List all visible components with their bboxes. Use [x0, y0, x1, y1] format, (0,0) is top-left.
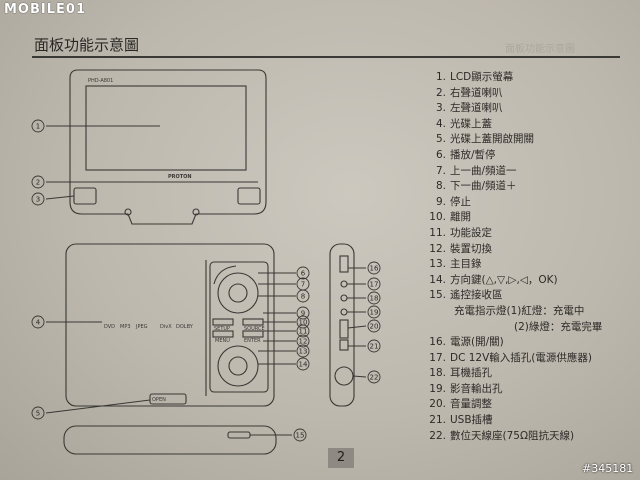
callout-17: 17 — [370, 281, 379, 289]
legend-item: 8.下一曲/頻道＋ — [435, 180, 517, 193]
legend-item: 3.左聲道喇叭 — [435, 102, 503, 115]
volume-dial — [339, 319, 349, 339]
control-panel — [209, 261, 269, 393]
callout-19: 19 — [370, 309, 379, 317]
brand-label: PROTON — [168, 174, 192, 180]
legend-item: 14.方向鍵(△,▽,▷,◁，OK) — [429, 273, 558, 286]
callout-10: 10 — [299, 319, 308, 327]
earphone-port — [340, 294, 348, 302]
callout-18: 18 — [370, 295, 379, 303]
legend-item: 18.耳機插孔 — [429, 367, 492, 380]
antenna-jack — [334, 366, 354, 386]
callout-3: 3 — [36, 196, 40, 204]
device-front-edge — [63, 425, 277, 455]
right-speaker — [237, 187, 261, 205]
legend-item: 22.數位天線座(75Ω阻抗天線) — [429, 429, 575, 442]
legend-item: 21.USB插槽 — [429, 414, 493, 427]
nav-dpad-outer — [217, 345, 259, 387]
jpeg-logo: JPEG — [135, 324, 148, 330]
top-dpad-inner — [228, 283, 248, 303]
button-row1-right — [242, 318, 264, 326]
dvd-logo: DVD — [104, 324, 115, 330]
callout-2: 2 — [36, 179, 40, 187]
legend-sub-charging-green: (2)綠燈：充電完畢 — [514, 320, 603, 333]
lcd-screen — [85, 85, 247, 171]
legend-item: 20.音量調整 — [429, 398, 492, 411]
page-number: 2 — [328, 448, 354, 468]
nav-dpad-inner — [228, 356, 248, 376]
legend-item: 9.停止 — [435, 195, 471, 208]
legend-item: 19.影音輸出孔 — [429, 382, 503, 395]
callout-11: 11 — [299, 328, 308, 336]
dc-in-port — [340, 280, 348, 288]
title-divider — [32, 56, 620, 58]
legend-item: 11.功能設定 — [429, 226, 492, 239]
callout-4: 4 — [36, 319, 41, 327]
side-view-outline — [329, 243, 355, 407]
device-lid-outline — [69, 69, 267, 225]
site-watermark: MOBILE01 — [4, 2, 86, 17]
setup-label: SETUP — [214, 326, 230, 332]
legend-item: 12.裝置切換 — [429, 242, 492, 255]
callout-7: 7 — [301, 281, 305, 289]
av-out-port — [340, 308, 348, 316]
callout-21: 21 — [370, 343, 379, 351]
top-dpad-outer — [217, 272, 259, 314]
legend-item: 2.右聲道喇叭 — [435, 86, 503, 99]
left-speaker — [73, 187, 97, 205]
hinge-left — [124, 208, 132, 216]
legend-item: 16.電源(開/關) — [429, 336, 504, 349]
button-row2-left — [212, 330, 234, 338]
legend-item: 15.遙控接收區 — [429, 289, 503, 302]
callout-14: 14 — [299, 361, 308, 369]
faint-header: 面板功能示意圖 — [505, 44, 575, 55]
usb-slot — [339, 339, 349, 351]
callout-20: 20 — [370, 323, 379, 331]
legend-item: 13.主目錄 — [429, 258, 482, 271]
legend-item: 17.DC 12V輸入插孔(電源供應器) — [429, 351, 592, 364]
legend-sub-charging-red: 充電指示燈(1)紅燈：充電中 — [454, 304, 585, 317]
dolby-logo: DOLBY — [176, 324, 194, 330]
legend-item: 10.離開 — [429, 211, 471, 224]
callout-8: 8 — [301, 293, 305, 301]
open-label: OPEN — [152, 397, 166, 403]
callout-5: 5 — [36, 410, 40, 418]
open-switch — [149, 393, 187, 405]
hinge-right — [192, 208, 200, 216]
legend-item: 6.播放/暫停 — [435, 148, 496, 161]
callout-15: 15 — [296, 432, 305, 440]
parts-legend: 1.LCD顯示螢幕 2.右聲道喇叭 3.左聲道喇叭 4.光碟上蓋 5.光碟上蓋開… — [420, 70, 636, 444]
callout-6: 6 — [301, 270, 306, 278]
enter-label: ENTER — [244, 338, 261, 344]
legend-item: 4.光碟上蓋 — [435, 117, 492, 130]
model-label: PHD-A801 — [88, 78, 113, 84]
callouts: 1 2 3 4 5 6 7 8 9 10 11 12 13 14 15 16 1… — [31, 119, 381, 442]
source-label: SOURCE — [244, 326, 265, 332]
callout-1: 1 — [36, 123, 40, 131]
legend-item: 1.LCD顯示螢幕 — [435, 71, 514, 83]
mp3-logo: MP3 — [120, 324, 131, 330]
disc-arc — [213, 265, 237, 285]
menu-label: MENU — [215, 338, 230, 344]
ir-window — [227, 431, 251, 439]
callout-12: 12 — [299, 338, 308, 346]
callout-16: 16 — [370, 265, 379, 273]
page-title: 面板功能示意圖 — [34, 36, 140, 54]
callout-13: 13 — [299, 348, 308, 356]
post-id-watermark: #345181 — [582, 462, 634, 475]
legend-item: 5.光碟上蓋開啟開關 — [435, 133, 534, 146]
power-switch — [339, 255, 349, 273]
button-row1-left — [212, 318, 234, 326]
callout-22: 22 — [370, 374, 379, 382]
callout-9: 9 — [301, 310, 305, 318]
device-base-outline — [65, 243, 275, 407]
divx-logo: DivX — [160, 324, 172, 330]
button-row2-right — [242, 330, 264, 338]
legend-item: 7.上一曲/頻道一 — [435, 164, 517, 177]
